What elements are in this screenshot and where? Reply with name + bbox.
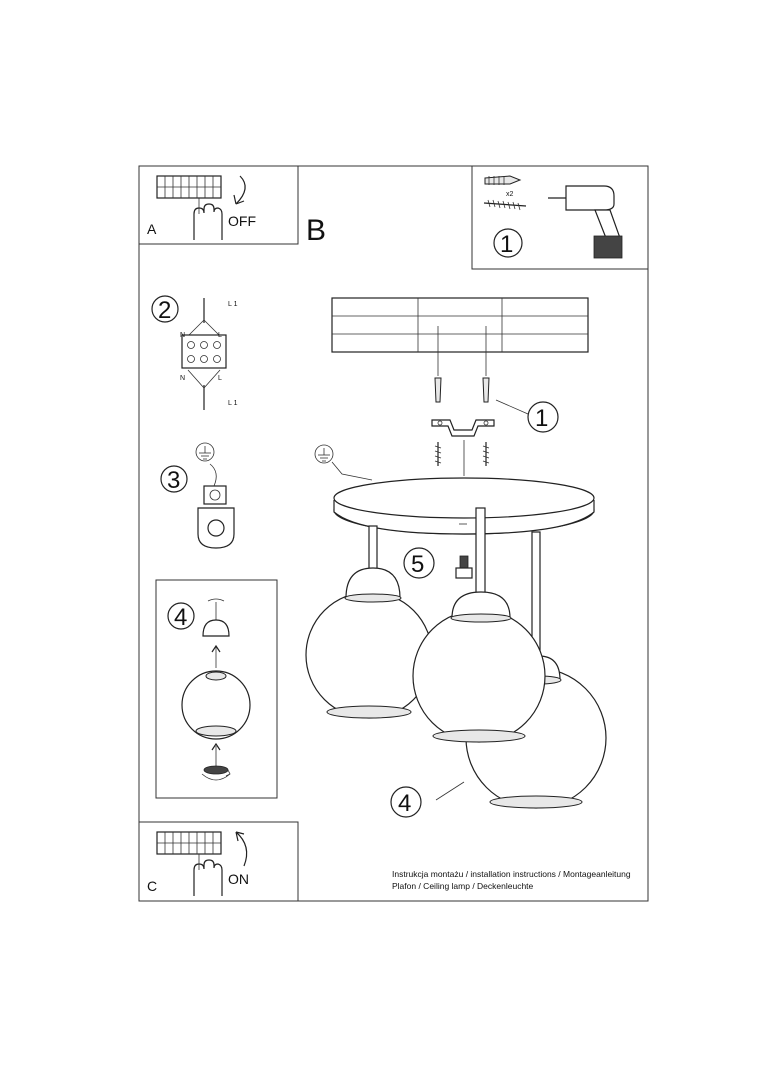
screw-icon	[434, 442, 490, 466]
svg-text:4: 4	[174, 604, 187, 631]
panel-a: A OFF	[138, 165, 299, 245]
lamp-shade-icon	[305, 567, 433, 719]
ground-icon	[195, 442, 215, 462]
panel-b-letter: B	[306, 214, 326, 247]
wall-plug-icon	[484, 175, 522, 185]
anchor-count: x2	[506, 191, 514, 198]
footer-line-1: Instrukcja montażu / installation instru…	[392, 869, 631, 879]
drill-icon	[548, 185, 623, 259]
hand-icon	[193, 198, 223, 240]
bulb-icon	[455, 555, 473, 579]
wire-l1-top: L 1	[228, 301, 238, 308]
lamp-shade-icon	[412, 591, 546, 743]
step-1-tools: 1	[493, 228, 523, 258]
step-4-main-label: 4	[398, 790, 411, 817]
ceiling-block	[331, 297, 589, 353]
terminal-block-icon	[156, 175, 222, 199]
ground-icon	[314, 444, 334, 464]
panel-c-action: ON	[228, 871, 249, 887]
step-5-bulb: 5	[403, 523, 473, 579]
mounting-bracket	[431, 419, 495, 437]
screw-icon	[483, 199, 527, 211]
step-2-wiring: 2 L 1 N L N L L 1	[151, 295, 238, 410]
step-4-inset: 4	[155, 579, 278, 799]
arrow-down-icon	[233, 175, 246, 205]
wiring-terminal-icon	[181, 334, 227, 369]
footer-line-2: Plafon / Ceiling lamp / Deckenleuchte	[392, 881, 534, 891]
lamp-shade-icon	[181, 670, 251, 740]
svg-text:5: 5	[411, 551, 424, 578]
page-frame	[138, 165, 649, 902]
terminal-block-icon	[156, 831, 222, 855]
tools-panel: x2 1	[471, 165, 649, 270]
panel-a-action: OFF	[228, 213, 256, 229]
panel-c-letter: C	[147, 878, 157, 894]
step-3-ground: 3	[160, 442, 235, 549]
wire-l-top: L	[218, 332, 222, 339]
main-assembly: 1 5	[305, 297, 607, 818]
wall-plug-icon	[434, 326, 490, 403]
wire-n-top: N	[180, 332, 185, 339]
panel-c: C ON	[138, 821, 299, 902]
svg-text:1: 1	[500, 231, 513, 258]
step-1-mount-label: 1	[535, 405, 548, 432]
wire-l1-bottom: L 1	[228, 400, 238, 407]
svg-text:3: 3	[167, 467, 180, 494]
panel-a-letter: A	[147, 221, 157, 237]
wire-n-bottom: N	[180, 375, 185, 382]
arrow-up-icon	[235, 831, 248, 867]
wire-l-bottom: L	[218, 375, 222, 382]
ceiling-plate	[333, 477, 595, 535]
hand-icon	[193, 854, 223, 896]
svg-text:2: 2	[158, 297, 171, 324]
